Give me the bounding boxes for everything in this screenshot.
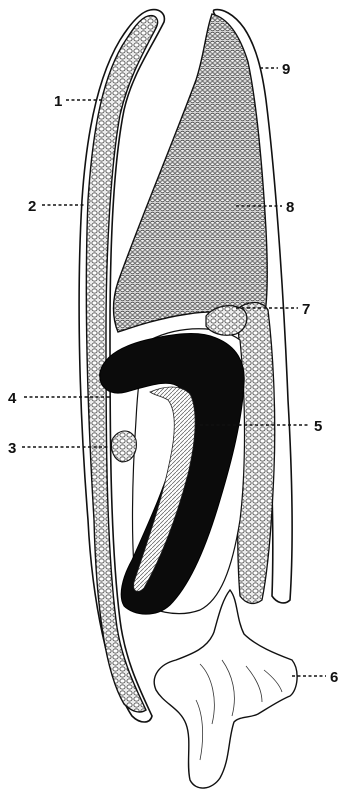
label-5: 5 <box>314 418 322 435</box>
label-3: 3 <box>8 440 16 457</box>
label-9: 9 <box>282 61 290 78</box>
label-4: 4 <box>8 390 17 407</box>
label-2: 2 <box>28 198 36 215</box>
lower-appendage <box>154 590 297 788</box>
small-cell-cluster <box>206 306 247 336</box>
label-1: 1 <box>54 93 62 110</box>
label-6: 6 <box>330 669 338 686</box>
label-8: 8 <box>286 199 294 216</box>
small-knob <box>111 431 136 462</box>
label-7: 7 <box>302 301 310 318</box>
